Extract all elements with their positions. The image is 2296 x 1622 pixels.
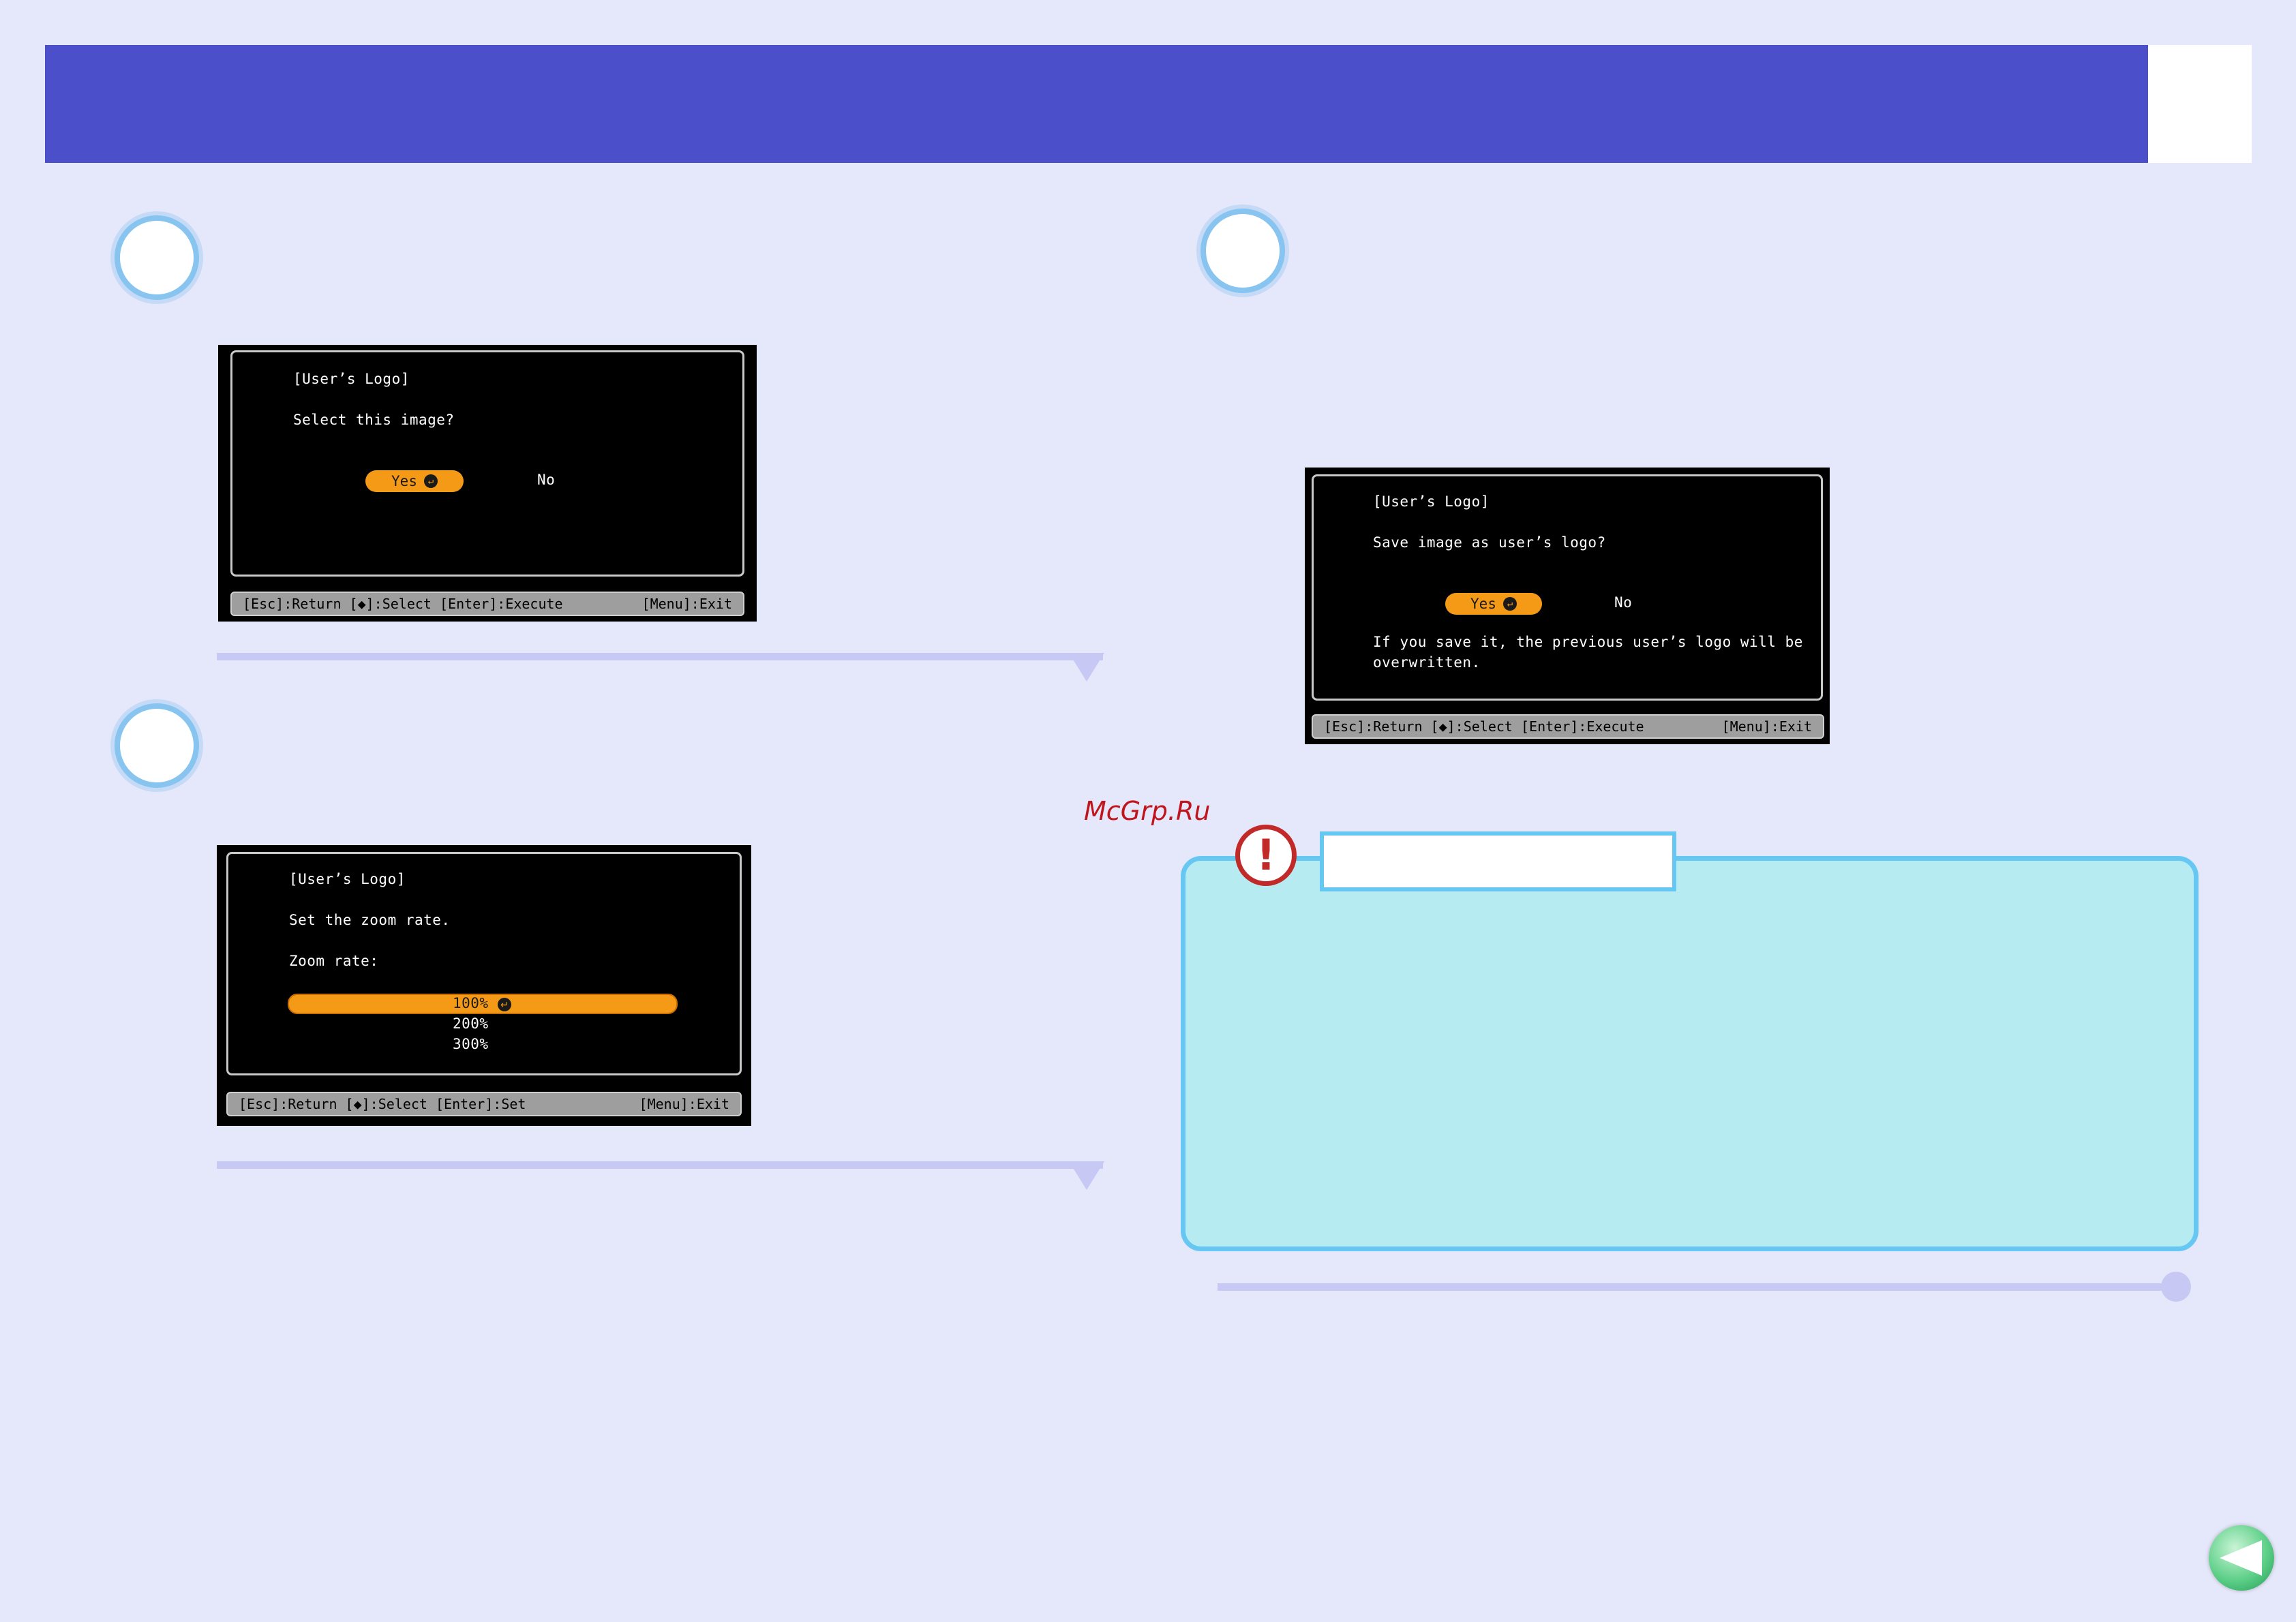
step-marker-3 — [1200, 209, 1285, 293]
back-button[interactable] — [2209, 1525, 2274, 1591]
status-right: [Menu]:Exit — [641, 596, 732, 612]
yes-button[interactable]: Yes ↵ — [1445, 593, 1542, 615]
dialog-warning-line1: If you save it, the previous user’s logo… — [1373, 634, 1803, 650]
dialog-instruction: Set the zoom rate. — [289, 912, 451, 928]
watermark: McGrp.Ru — [1084, 796, 1211, 826]
end-line — [1218, 1283, 2179, 1291]
step-divider — [217, 1161, 1103, 1169]
yes-label: Yes — [1470, 596, 1496, 612]
header-corner — [2148, 45, 2252, 163]
enter-icon: ↵ — [1502, 597, 1517, 611]
dialog-title: [User’s Logo] — [293, 371, 410, 387]
dialog-question: Select this image? — [293, 412, 455, 428]
enter-icon: ↵ — [498, 998, 511, 1011]
back-arrow-icon — [2220, 1540, 2262, 1576]
step-marker-1 — [115, 215, 199, 300]
exclamation-icon: ! — [1235, 825, 1297, 886]
screen-panel — [226, 852, 742, 1075]
status-left: [Esc]:Return [◆]:Select [Enter]:Execute — [1324, 718, 1644, 735]
status-left: [Esc]:Return [◆]:Select [Enter]:Execute — [243, 596, 563, 612]
status-right: [Menu]:Exit — [1721, 718, 1812, 735]
step-divider — [217, 653, 1103, 660]
screen-panel — [230, 350, 744, 577]
status-bar: [Esc]:Return [◆]:Select [Enter]:Execute … — [230, 592, 744, 616]
enter-icon: ↵ — [423, 474, 438, 488]
dialog-question: Save image as user’s logo? — [1373, 534, 1606, 551]
status-right: [Menu]:Exit — [639, 1096, 729, 1112]
zoom-field-label: Zoom rate: — [289, 953, 379, 969]
status-left: [Esc]:Return [◆]:Select [Enter]:Set — [239, 1096, 526, 1112]
zoom-option-200[interactable]: 200% — [453, 1015, 489, 1032]
caution-box — [1181, 856, 2199, 1251]
screen-select-image: [User’s Logo] Select this image? Yes ↵ N… — [218, 345, 757, 622]
yes-button[interactable]: Yes ↵ — [365, 470, 464, 492]
yes-label: Yes — [391, 473, 417, 489]
zoom-option-300[interactable]: 300% — [453, 1036, 489, 1052]
caution-label — [1320, 831, 1676, 891]
screen-save-logo: [User’s Logo] Save image as user’s logo?… — [1305, 468, 1830, 744]
no-button[interactable]: No — [1614, 594, 1633, 611]
divider-arrow — [1069, 653, 1104, 682]
dialog-warning-line2: overwritten. — [1373, 654, 1481, 671]
dialog-title: [User’s Logo] — [1373, 493, 1490, 510]
zoom-option-100[interactable]: 100% — [453, 995, 489, 1011]
screen-panel — [1312, 474, 1823, 701]
divider-arrow — [1069, 1161, 1104, 1190]
step-marker-2 — [115, 703, 199, 788]
screen-zoom-rate: [User’s Logo] Set the zoom rate. Zoom ra… — [217, 845, 751, 1126]
status-bar: [Esc]:Return [◆]:Select [Enter]:Execute … — [1312, 714, 1824, 739]
status-bar: [Esc]:Return [◆]:Select [Enter]:Set [Men… — [226, 1092, 742, 1116]
end-dot — [2161, 1272, 2191, 1302]
no-button[interactable]: No — [537, 472, 556, 488]
dialog-title: [User’s Logo] — [289, 871, 406, 887]
zoom-option-selected-highlight — [288, 994, 678, 1014]
header-bar — [45, 45, 2148, 163]
